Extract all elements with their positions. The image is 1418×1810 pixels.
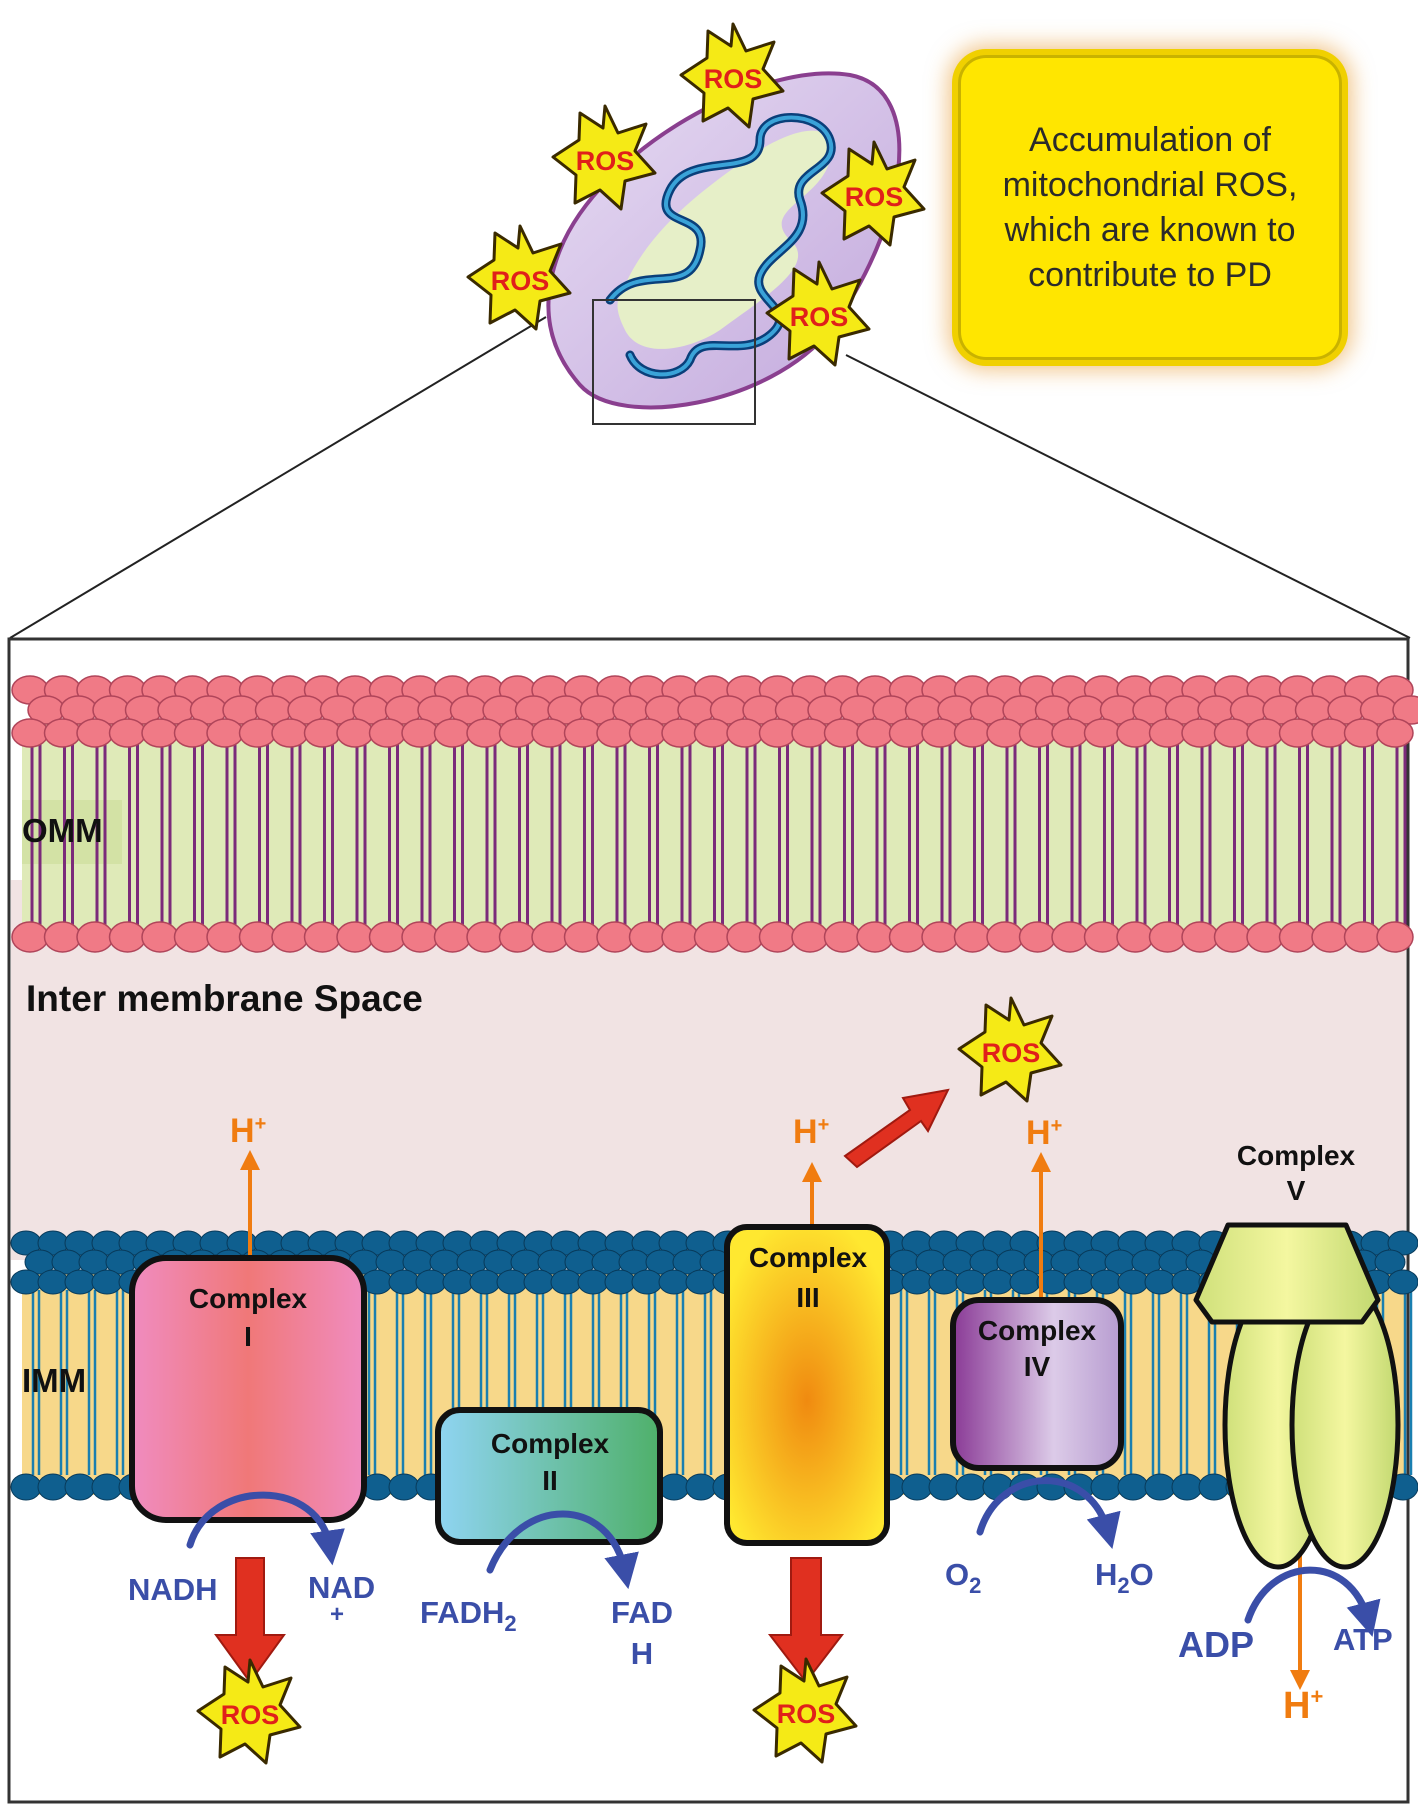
callout-text: Accumulation of mitochondrial ROS, which… xyxy=(1002,120,1298,294)
fadh-label-line1: FAD xyxy=(611,1595,673,1630)
reaction-arrows xyxy=(186,1477,1381,1637)
ros-star-complex-i: ROS xyxy=(196,1658,302,1765)
complex-ii: Complex II xyxy=(435,1407,663,1545)
complex-i: Complex I xyxy=(129,1255,367,1523)
ros-label: ROS xyxy=(790,302,849,332)
metabolite-labels: NADH NAD + FADH2 FAD H O2 H2O ADP ATP xyxy=(128,1557,1393,1671)
zoom-lines xyxy=(9,316,1411,639)
ros-label: ROS xyxy=(576,146,635,176)
ros-label: ROS xyxy=(704,64,763,94)
h-plus-complex-i: H+ xyxy=(230,1112,266,1150)
complex-i-label-2: I xyxy=(244,1321,252,1352)
ros-star-complex-iii-bottom: ROS xyxy=(752,1657,858,1764)
fadh2-label: FADH2 xyxy=(420,1595,517,1636)
h-plus-complex-iii: H+ xyxy=(793,1113,829,1151)
mitochondrion xyxy=(546,71,902,410)
complex-iii: Complex III xyxy=(724,1224,890,1546)
complex-i-label-1: Complex xyxy=(189,1283,308,1314)
complex-v-label-1: Complex xyxy=(1237,1140,1356,1171)
omm-label: OMM xyxy=(22,812,103,849)
complex-iii-label-2: III xyxy=(796,1282,819,1313)
outer-mitochondrial-membrane xyxy=(11,675,1418,953)
h-plus-complex-iv: H+ xyxy=(1026,1114,1062,1152)
complex-v: Complex V xyxy=(1193,1140,1401,1570)
ros-label: ROS xyxy=(845,182,904,212)
ros-callout-box: Accumulation of mitochondrial ROS, which… xyxy=(958,55,1342,360)
complex-iv: Complex IV xyxy=(950,1297,1124,1471)
complex-iv-label-2: IV xyxy=(1024,1351,1051,1382)
ros-star-complex-iii: ROS xyxy=(957,996,1063,1103)
atp-label: ATP xyxy=(1333,1622,1393,1657)
h2o-label: H2O xyxy=(1095,1557,1154,1598)
proton-labels: H+ H+ H+ H+ xyxy=(230,1112,1323,1727)
ros-label: ROS xyxy=(982,1038,1041,1068)
adp-label: ADP xyxy=(1178,1624,1254,1665)
intermembrane-space-label: Inter membrane Space xyxy=(26,978,423,1019)
ros-red-arrows xyxy=(214,1088,950,1684)
nad-plus-sign: + xyxy=(330,1601,344,1628)
ros-label: ROS xyxy=(221,1700,280,1730)
complex-v-label-2: V xyxy=(1287,1175,1306,1206)
ros-label: ROS xyxy=(491,266,550,296)
imm-label: IMM xyxy=(22,1362,87,1399)
ros-star-top: ROS xyxy=(679,22,785,129)
nad-label: NAD xyxy=(308,1570,375,1605)
complex-iv-label-1: Complex xyxy=(978,1315,1097,1346)
nadh-label: NADH xyxy=(128,1572,218,1607)
h-plus-complex-v: H+ xyxy=(1283,1684,1323,1727)
ros-star-upper-left: ROS xyxy=(551,104,657,211)
ros-star-right: ROS xyxy=(820,140,926,247)
ros-label: ROS xyxy=(777,1699,836,1729)
complex-ii-label-1: Complex xyxy=(491,1428,610,1459)
ros-star-lower-right: ROS xyxy=(765,260,871,367)
zoom-box xyxy=(592,299,756,425)
complex-iii-label-1: Complex xyxy=(749,1242,868,1273)
complex-ii-label-2: II xyxy=(542,1465,558,1496)
ros-star-left: ROS xyxy=(466,224,572,331)
ros-stars: ROS ROS ROS ROS ROS ROS ROS ROS xyxy=(196,22,1063,1765)
o2-label: O2 xyxy=(945,1557,981,1598)
fadh-label-line2: H xyxy=(631,1636,653,1671)
